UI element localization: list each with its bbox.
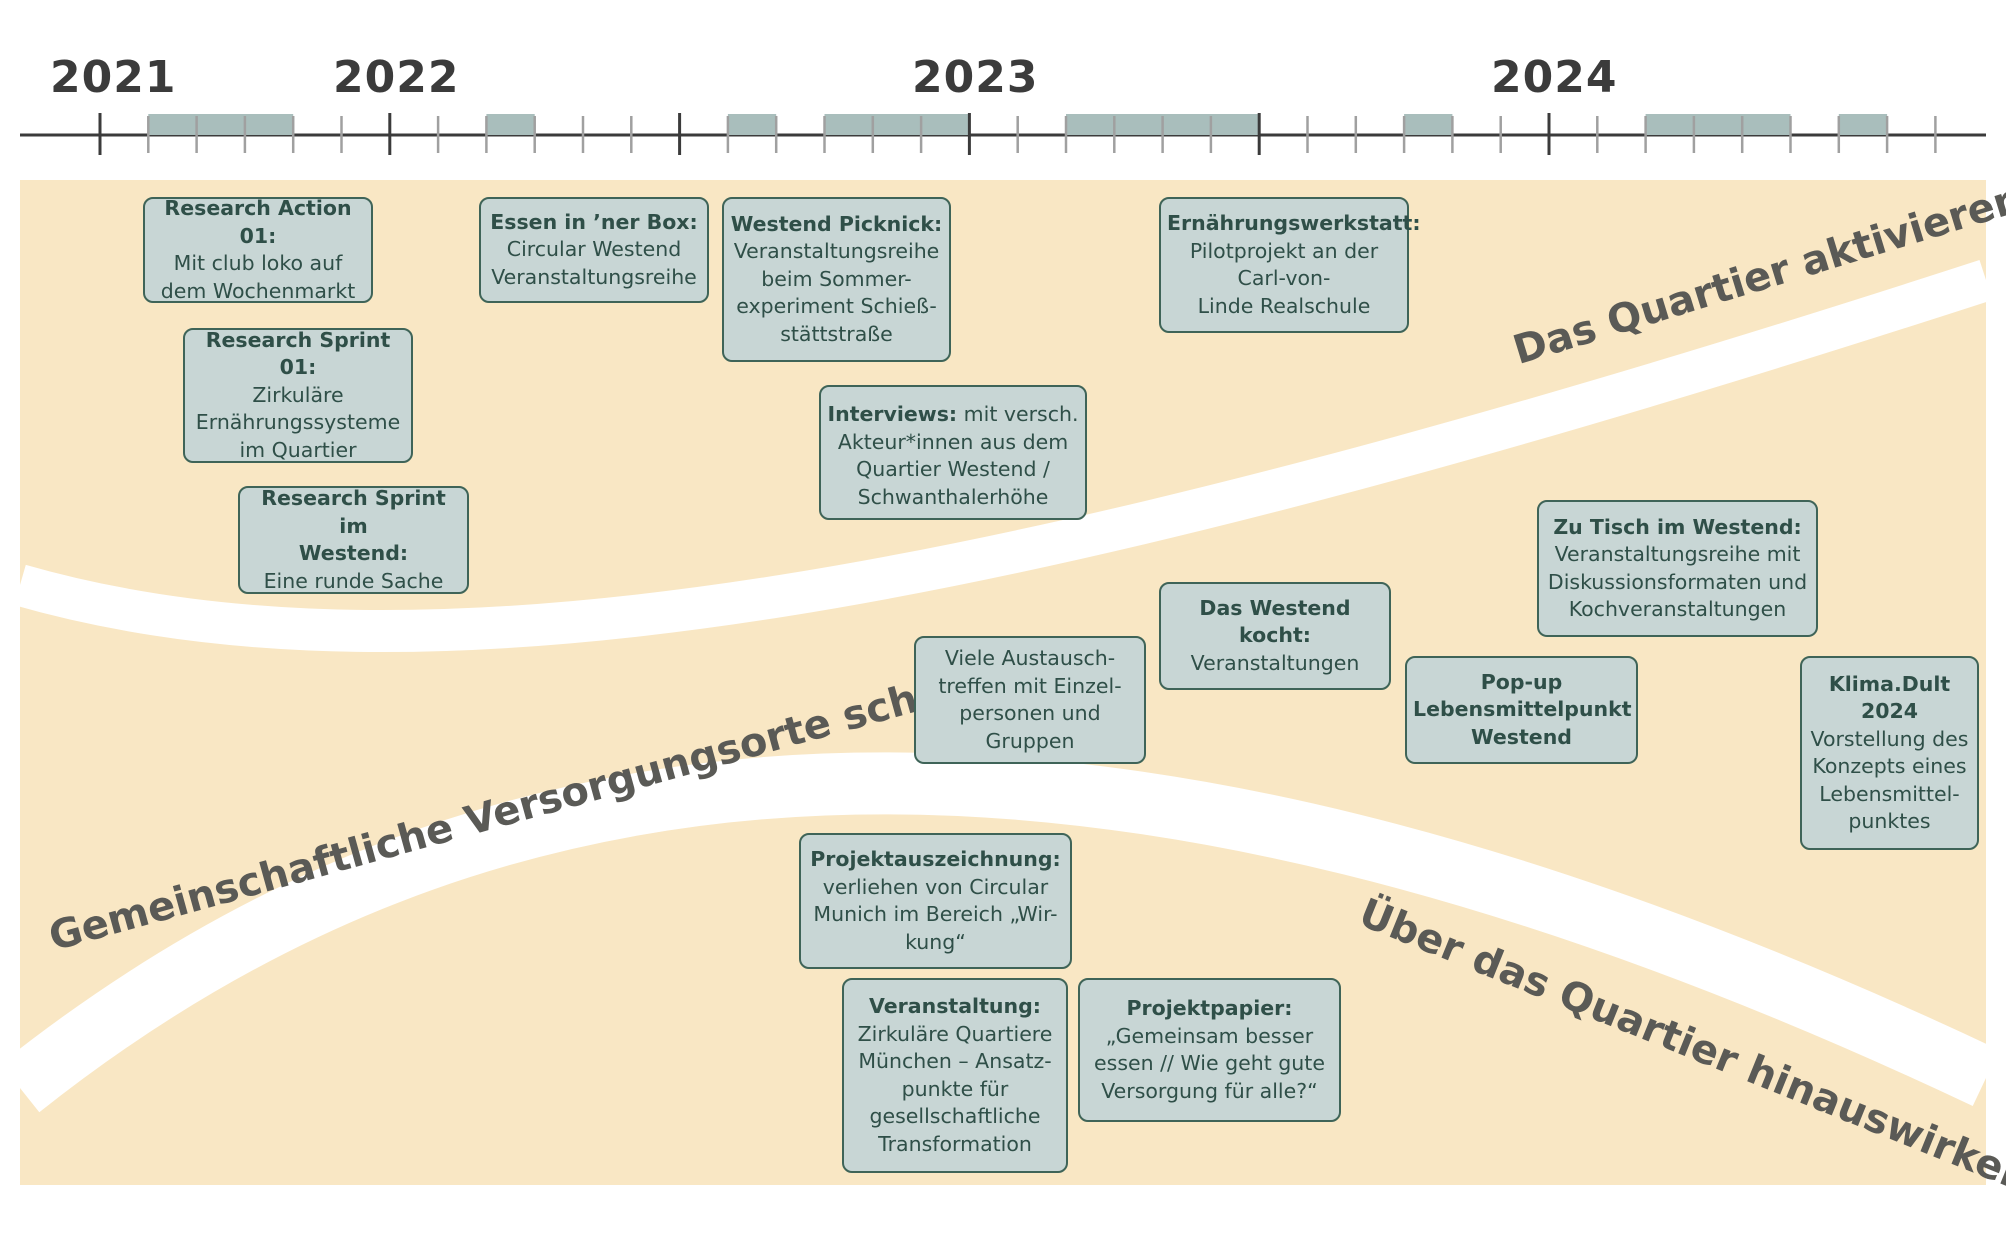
card-research-action: Research Action 01: Mit club loko auf de… [143, 196, 373, 303]
card-body: Vorstellung des Konzepts eines Lebensmit… [1810, 726, 1969, 834]
card-body: Zirkuläre Quartiere München – Ansatz- pu… [857, 1021, 1053, 1156]
card-body: Zirkuläre Ernährungssysteme im Quartier [195, 382, 401, 462]
active-period-bar [1838, 114, 1888, 135]
card-body: Veranstaltungen [1190, 650, 1360, 675]
card-title: Klima.Dult 2024 [1828, 671, 1951, 724]
active-period-bar [486, 114, 535, 135]
card-body: Veranstaltungsreihe beim Sommer- experim… [733, 239, 940, 346]
active-period-bar [824, 114, 970, 135]
card-body: Eine runde Sache [263, 568, 444, 593]
card-zu-tisch: Zu Tisch im Westend: Veranstaltungsreihe… [1537, 500, 1818, 637]
card-veranstaltung: Veranstaltung: Zirkuläre Quartiere Münch… [842, 978, 1068, 1173]
card-body: Viele Austausch- treffen mit Einzel- per… [938, 646, 1122, 753]
card-interviews: Interviews: mit versch. Akteur*innen aus… [819, 385, 1087, 520]
card-title: Zu Tisch im Westend: [1553, 514, 1802, 539]
card-body: Pilotprojekt an der Carl-von- Linde Real… [1189, 238, 1379, 318]
axis-ticks [98, 113, 1937, 155]
card-title: Pop-up Lebensmittelpunkt Westend [1413, 669, 1632, 749]
card-popup: Pop-up Lebensmittelpunkt Westend [1405, 656, 1638, 764]
card-body: verliehen von Circular Munich im Bereich… [813, 874, 1058, 954]
year-label-2024: 2024 [1491, 52, 1618, 103]
card-body: Veranstaltungsreihe mit Diskussionsforma… [1547, 542, 1808, 621]
card-westend-picknick: Westend Picknick: Veranstaltungsreihe be… [722, 197, 951, 362]
card-essen-box: Essen in ’ner Box: Circular Westend Vera… [479, 197, 709, 303]
card-body: mit versch. Akteur*innen aus dem Quartie… [837, 402, 1079, 509]
card-title: Westend Picknick: [730, 211, 943, 236]
card-title: Research Sprint im Westend: [261, 486, 446, 565]
card-title: Das Westend kocht: [1199, 595, 1351, 648]
card-title: Essen in ’ner Box: [490, 209, 698, 234]
card-title: Research Action 01: [164, 196, 352, 248]
lower-divider-curve [0, 752, 2000, 1113]
card-title: Research Sprint 01: [205, 327, 391, 380]
card-title: Projektpapier: [1126, 996, 1293, 1020]
active-period-bar [1645, 114, 1791, 135]
card-austausch: Viele Austausch- treffen mit Einzel- per… [914, 636, 1146, 764]
active-period-bar [148, 114, 294, 135]
card-ernaehrungswerkstatt: Ernährungswerkstatt: Pilotprojekt an der… [1159, 197, 1421, 333]
card-body: Circular Westend Veranstaltungsreihe [491, 237, 697, 289]
active-period-bar [1404, 114, 1453, 135]
card-title: Veranstaltung: [869, 994, 1041, 1018]
card-westend-kocht: Das Westend kocht: Veranstaltungen [1159, 582, 1391, 690]
card-projektpapier: Projektpapier: „Gemeinsam besser essen /… [1078, 978, 1341, 1122]
card-title: Ernährungswerkstatt: [1167, 211, 1421, 235]
upper-divider-curve [14, 260, 1993, 653]
year-label-2021: 2021 [50, 52, 177, 103]
timeline-axis [20, 113, 1986, 155]
card-body: Mit club loko auf dem Wochenmarkt [160, 251, 356, 303]
year-label-2023: 2023 [912, 52, 1039, 103]
card-title: Interviews: [827, 402, 958, 426]
card-research-sprint-01: Research Sprint 01: Zirkuläre Ernährungs… [183, 328, 413, 463]
card-projektauszeichnung: Projektauszeichnung: verliehen von Circu… [799, 833, 1072, 969]
card-research-sprint-westend: Research Sprint im Westend: Eine runde S… [238, 486, 469, 594]
year-label-2022: 2022 [333, 52, 460, 103]
card-title: Projektauszeichnung: [810, 847, 1061, 871]
card-body: „Gemeinsam besser essen // Wie geht gute… [1094, 1023, 1325, 1103]
active-period-bar [727, 114, 777, 135]
card-klima-dult: Klima.Dult 2024 Vorstellung des Konzepts… [1800, 656, 1979, 850]
